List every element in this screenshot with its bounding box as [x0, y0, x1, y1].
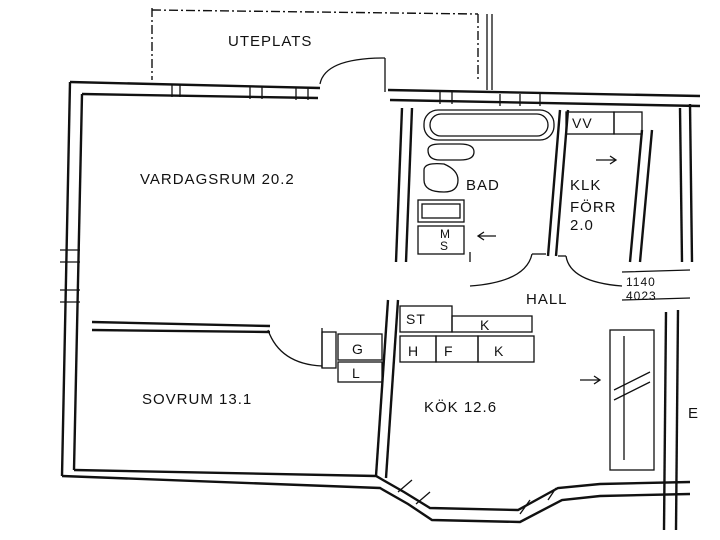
- cabinet-column: [609, 329, 655, 471]
- interior-walls: [91, 107, 654, 479]
- label-kok: KÖK 12.6: [424, 398, 497, 416]
- label-l: L: [352, 365, 361, 381]
- label-h: H: [408, 343, 419, 359]
- label-g: G: [352, 341, 364, 357]
- label-sovrum: SOVRUM 13.1: [142, 391, 252, 408]
- washer-box: [417, 199, 465, 255]
- annotation-dim-top: 1140: [626, 275, 656, 289]
- label-vardagsrum: VARDAGSRUM 20.2: [140, 171, 295, 188]
- label-f: F: [444, 343, 454, 359]
- bathtub: [423, 109, 555, 141]
- patio-outline: [151, 8, 493, 90]
- windows: [60, 84, 557, 515]
- label-partial-right: E: [688, 405, 699, 422]
- label-hall: HALL: [526, 291, 568, 308]
- label-k-upper: K: [480, 317, 490, 333]
- label-bad: BAD: [466, 177, 500, 194]
- label-uteplats: UTEPLATS: [228, 33, 312, 50]
- label-klk-area: 2.0: [570, 217, 594, 234]
- dimension-marks: [621, 269, 691, 301]
- label-ms-s: S: [440, 239, 449, 253]
- wardrobe-vv: [565, 111, 643, 135]
- label-k-lower: K: [494, 343, 504, 359]
- label-forr: FÖRR: [570, 198, 617, 216]
- label-ms-m: M: [440, 227, 451, 241]
- label-klk: KLK: [570, 177, 601, 194]
- hall-doors: [469, 253, 623, 287]
- patio-door: [319, 57, 386, 92]
- flow-arrows: [476, 155, 618, 385]
- outer-walls: [60, 80, 701, 531]
- bedroom-door: [267, 328, 323, 368]
- kitchen-counter: [321, 305, 535, 383]
- label-st: ST: [406, 311, 426, 327]
- toilet: [423, 143, 475, 193]
- annotation-dim-bottom: 4023: [626, 289, 657, 303]
- label-vv: VV: [572, 115, 593, 131]
